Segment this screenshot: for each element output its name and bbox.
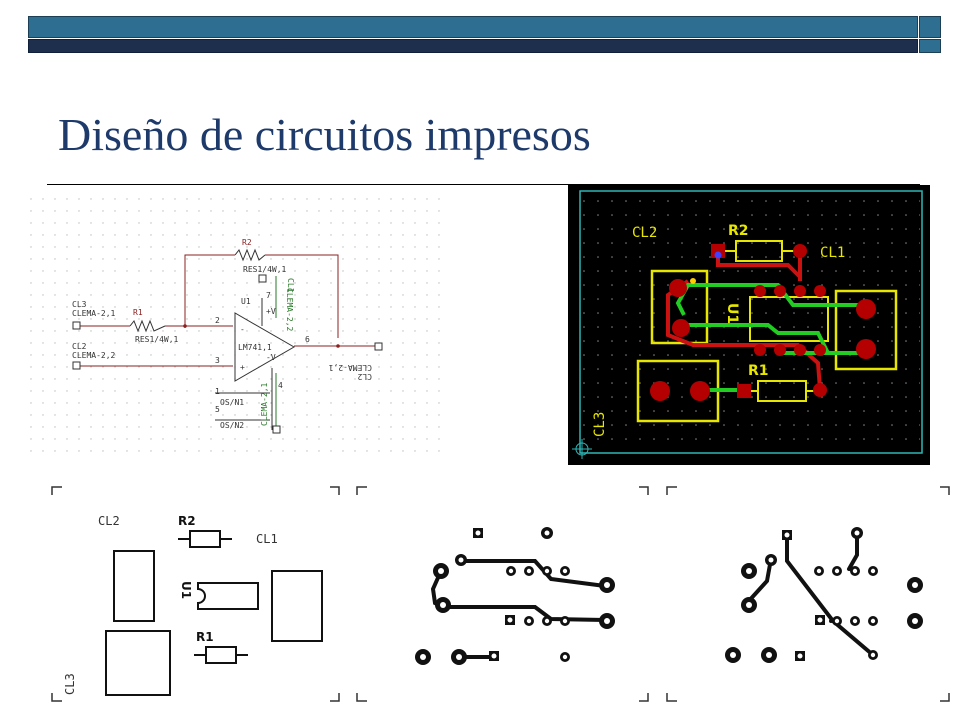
u1-opamp-symbol bbox=[234, 312, 296, 382]
cl2-out-terminal bbox=[374, 342, 383, 351]
vplus-label: +V bbox=[266, 307, 276, 316]
os-n1-label: OS/N1 bbox=[220, 398, 244, 407]
cl-bottom-value: CLEMA-2,1 bbox=[260, 382, 269, 426]
pin-plus-label: + bbox=[240, 363, 245, 372]
copper-top-layer bbox=[666, 486, 950, 702]
os-n2-label: OS/N2 bbox=[220, 421, 244, 430]
cl3-terminal bbox=[72, 321, 81, 330]
cl1-ref: CL1 bbox=[286, 278, 295, 293]
cl2-terminal bbox=[72, 361, 81, 370]
cl3-value: CLEMA-2,1 bbox=[72, 309, 116, 318]
silk-cl3-label: CL3 bbox=[63, 673, 77, 695]
r2-symbol bbox=[234, 248, 266, 262]
silkscreen-layer: CL2 R2 CL1 R1 U1 CL3 bbox=[51, 486, 340, 702]
pin-4-label: 4 bbox=[278, 381, 283, 390]
header-bar-bottom bbox=[28, 39, 918, 53]
slide-header-bars bbox=[28, 16, 942, 54]
cl1-terminal bbox=[258, 274, 267, 283]
pin-5-label: 5 bbox=[215, 405, 220, 414]
r1-symbol bbox=[129, 319, 166, 333]
copper-bottom-layer bbox=[356, 486, 649, 702]
pin-6-label: 6 bbox=[305, 335, 310, 344]
cl1-value: CLEMA-2,2 bbox=[285, 288, 294, 332]
r1-value: RES1/4W,1 bbox=[135, 335, 179, 344]
cl2-out-value: CLEMA-2,1 bbox=[328, 363, 372, 372]
r2-ref: R2 bbox=[242, 238, 252, 247]
pcb-cl1-label: CL1 bbox=[820, 245, 845, 261]
u1-value: LM741,1 bbox=[238, 343, 272, 352]
silk-u1-label: U1 bbox=[179, 581, 193, 599]
cl2-out-ref: CL2 bbox=[357, 372, 372, 381]
slide-title: Diseño de circuitos impresos bbox=[58, 109, 591, 160]
silk-cl2-label: CL2 bbox=[98, 514, 120, 528]
pin-3-label: 3 bbox=[215, 356, 220, 365]
cl2-value: CLEMA-2,2 bbox=[72, 351, 116, 360]
cl2-outline bbox=[650, 269, 709, 345]
header-square-bottom bbox=[919, 39, 941, 53]
silk-r2-label: R2 bbox=[178, 514, 196, 528]
pcb-r2-label: R2 bbox=[728, 223, 749, 239]
pcb-cl2-label: CL2 bbox=[632, 225, 657, 241]
pcb-r1-label: R1 bbox=[748, 363, 769, 379]
r1-ref: R1 bbox=[133, 308, 143, 317]
pin-2-label: 2 bbox=[215, 316, 220, 325]
vminus-label: -V bbox=[266, 353, 276, 362]
silk-r1-label: R1 bbox=[196, 630, 214, 644]
pcb-cl3-label: CL3 bbox=[592, 412, 608, 437]
pin-1-label: 1 bbox=[215, 387, 220, 396]
u1-ref: U1 bbox=[241, 297, 251, 306]
cl-bottom-terminal bbox=[272, 425, 281, 434]
pin-7-label: 7 bbox=[266, 291, 271, 300]
title-rule bbox=[47, 184, 920, 185]
silk-cl1-label: CL1 bbox=[256, 532, 278, 546]
schematic-diagram: R2 RES1/4W,1 R1 RES1/4W,1 U1 LM741,1 CL3… bbox=[30, 198, 440, 453]
cl2-ref: CL2 bbox=[72, 342, 87, 351]
header-square-top bbox=[919, 16, 941, 38]
header-bar-top bbox=[28, 16, 918, 38]
pcb-u1-label: U1 bbox=[724, 303, 740, 324]
pcb-layout: CL2 R2 CL1 R1 U1 CL3 bbox=[568, 185, 930, 465]
pin-minus-label: - bbox=[240, 325, 245, 334]
r2-value: RES1/4W,1 bbox=[243, 265, 287, 274]
cl1-outline bbox=[834, 289, 898, 371]
cl3-ref: CL3 bbox=[72, 300, 87, 309]
